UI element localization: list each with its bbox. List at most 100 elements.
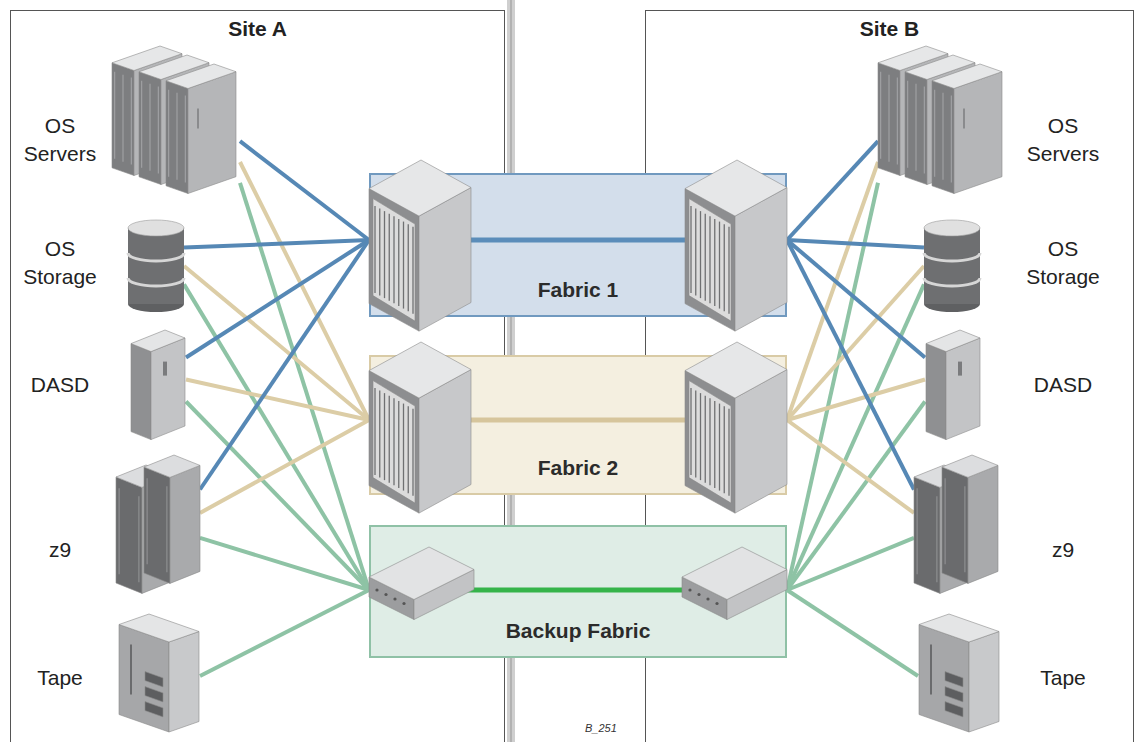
tape-slot [145,702,163,717]
slot-line [695,209,696,296]
box-top [119,614,199,642]
fabric-link [787,284,924,590]
box-top [369,547,474,600]
slot-line [141,81,142,168]
slot-line [122,75,123,162]
device-node: Tape [918,612,1106,740]
disk-body [128,228,184,304]
device-node: DASD [925,330,1106,440]
slot-line [149,84,150,171]
slot-line [724,224,725,311]
box-face [905,72,927,185]
slot-line [705,214,706,301]
slot-line [168,90,169,177]
slot-line [705,396,706,483]
device-node: OS Servers [878,42,1106,202]
slot-line [709,398,710,485]
box-face [878,63,900,176]
panel [958,362,962,376]
disk-band [128,278,184,286]
box-face [188,72,236,194]
slot-line [393,398,394,485]
tape-icon [918,612,1000,740]
port [688,588,691,591]
slot-line [695,391,696,478]
slot-line [398,401,399,488]
slot-line [951,96,952,183]
slot-line [398,219,399,306]
device-label: OS Servers [1020,112,1106,168]
icon-group [112,46,236,194]
box-face [170,465,200,583]
device-label: DASD [17,371,103,399]
fabric-link [787,240,925,358]
device-label: OS Storage [17,235,103,291]
port [384,593,387,596]
tape-handle [130,645,132,695]
tape-slot [145,672,163,687]
box-face [954,72,1002,194]
tape-icon [118,612,200,740]
icon-group [878,46,1002,194]
box-face [139,72,161,185]
chassis-panel [373,381,415,504]
slot-line [393,216,394,303]
fabric-link [787,380,925,421]
port [706,597,709,600]
fabric-link [184,284,369,590]
device-label: z9 [17,536,103,564]
chassis-panel [689,199,731,322]
box-face [919,625,969,733]
disk-top [924,220,980,236]
box-face [968,465,998,583]
fabric-band: Backup Fabric [369,525,787,658]
device-label: OS Servers [17,112,103,168]
fabric-link [200,420,369,513]
slot-line [724,406,725,493]
slot-line [389,214,390,301]
fabric-label: Backup Fabric [506,619,651,643]
slot-line [714,401,715,488]
storage-icon [924,220,980,312]
slot-line [963,109,965,129]
inter-switch-link [459,418,699,423]
disk-body [924,228,980,304]
box-face [914,477,940,593]
z9-icon [116,455,200,593]
slot-line [942,93,943,180]
slot-line [176,93,177,180]
device-node: Tape [17,612,200,740]
slot-line [690,388,691,475]
slot-line [700,393,701,480]
icon-group [119,614,199,732]
disk-band [924,253,980,261]
slot-line [408,406,409,493]
box-face [112,63,134,176]
slot-line [719,222,720,309]
inter-switch-link [464,588,694,593]
disk-band [924,278,980,286]
box-top [144,455,200,477]
fabric-link [787,420,914,513]
z9-icon [914,455,998,593]
slot-line [389,396,390,483]
fabric-label: Fabric 1 [538,278,619,302]
disk-top [128,220,184,236]
device-label: z9 [1020,536,1106,564]
slot-line [147,478,148,564]
box-face [169,632,199,733]
box-face [151,338,185,440]
slot-line [888,75,889,162]
box-face [942,467,968,583]
switch-group [369,160,787,331]
port [375,588,378,591]
slot-line [384,393,385,480]
box-face [969,632,999,733]
box-face [144,467,170,583]
device-node: OS Storage [924,220,1106,312]
icon-group [914,455,998,593]
tape-slot [145,687,163,702]
port [715,602,718,605]
fabric-link [787,266,924,420]
